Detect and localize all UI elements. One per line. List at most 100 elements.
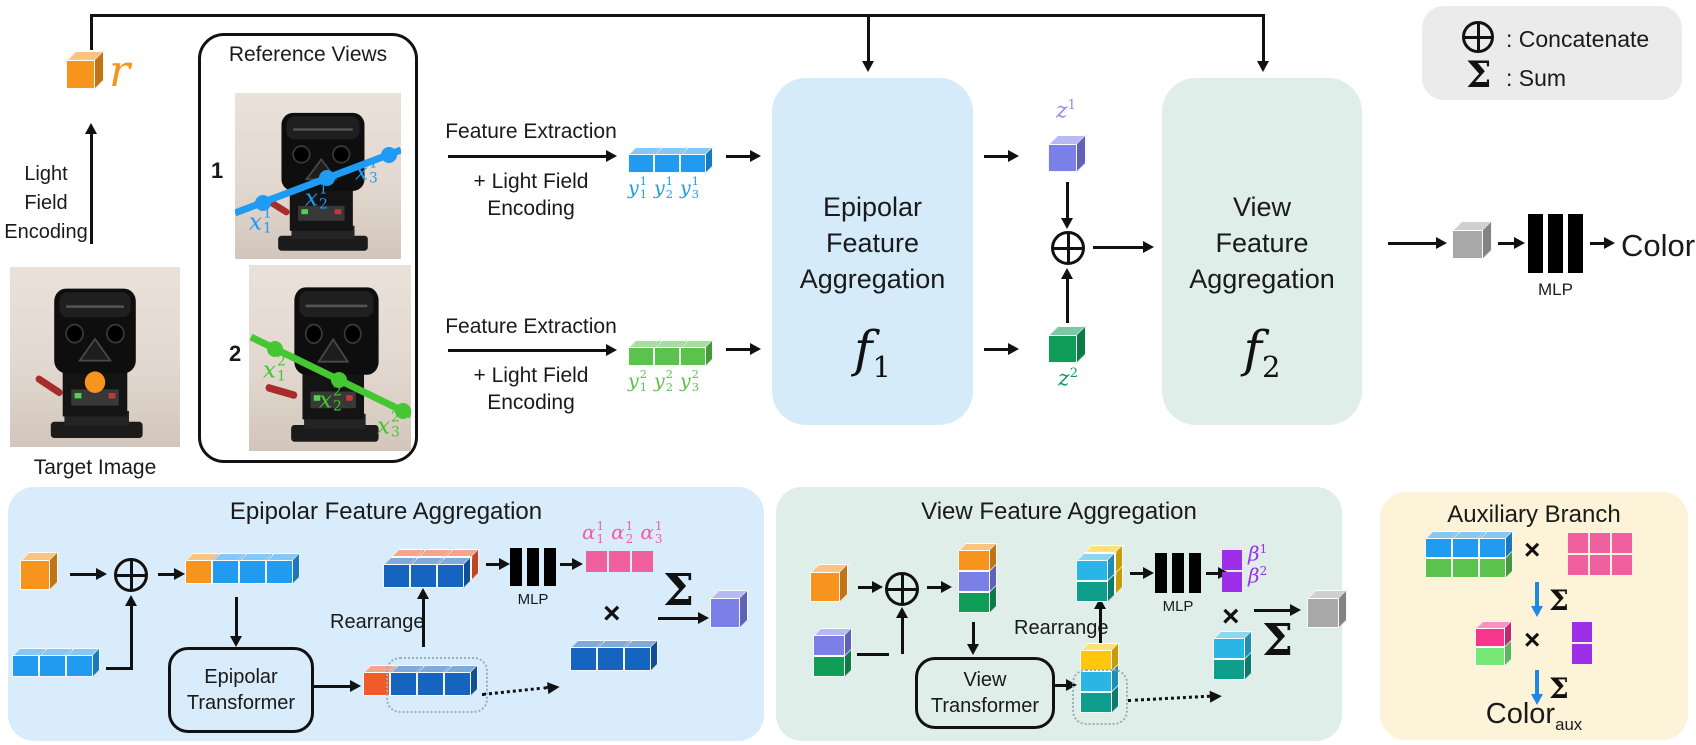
ray-label: r [109,46,131,97]
box-label: Aggregation [1189,263,1335,294]
target-image [10,267,180,447]
epipolar-feature-bar [12,647,104,679]
transformed-view-features [1080,642,1128,717]
multiply-symbol: × [1222,600,1240,633]
multiply-symbol: × [603,597,621,630]
box-label: Epipolar [822,192,923,222]
mlp-block: MLP [510,548,556,608]
lego-figure-illustration [263,112,368,251]
z1-label: z1 [1056,98,1076,124]
arrow-into-epipolar-box [862,14,874,72]
ray-feature-cube [808,563,850,605]
transformed-epipolar-features [363,664,483,698]
mlp-bars [1528,214,1583,273]
function-f1: f1 [854,319,891,384]
legend-concatenate-label: : Concatenate [1506,26,1650,52]
rearranged-epipolar-features [383,548,503,590]
z-stack-input [813,627,861,685]
arrow [1206,567,1229,579]
lego-figure-illustration [35,288,143,438]
concatenated-epipolar-features [185,552,305,586]
alpha-weights-bar [586,551,653,572]
ray-cube [64,50,106,92]
view-transformer-box: View Transformer [915,657,1055,729]
panel-title: View Feature Aggregation [921,498,1197,525]
dotted-arrow [481,686,548,696]
arrow [1130,567,1154,579]
epipolar-line-view2 [249,333,411,419]
arrow [858,581,883,593]
view2-index: 2 [229,341,242,366]
arrow [230,597,242,647]
box-label: Feature [825,227,920,258]
connector-line [857,653,889,656]
arrow [1093,241,1154,253]
sum-icon: Σ [663,565,695,616]
mlp-label: MLP [1538,280,1573,299]
z2-cube [1046,325,1088,367]
feature-vector-view2 [628,339,718,369]
arrow [726,150,761,162]
arrow [1053,679,1077,691]
arrow [1254,604,1301,616]
multiply-symbol: × [1524,534,1541,565]
concatenate-icon [1051,231,1085,265]
arrow [658,612,709,624]
alpha-weight-grid [1568,533,1632,575]
panel-title: Epipolar Feature Aggregation [229,498,543,525]
epipolar-aggregation-panel: Epipolar Feature Aggregation Epipolar Tr… [8,487,764,741]
mlp-bars [1155,553,1201,593]
feature-selection-outline [386,657,488,713]
epipolar-line-view1 [235,146,401,217]
sum-icon: Σ [1549,672,1569,705]
mlp-block: MLP [1155,553,1201,615]
beta2-label: β2 [1248,563,1268,588]
blue-arrow [1530,670,1543,705]
dotted-arrow [1127,694,1210,702]
function-f2: f2 [1243,319,1281,384]
panel-title: Auxiliary Branch [1447,501,1621,528]
target-image-caption: Target Image [33,456,157,479]
sum-icon: Σ [1262,615,1294,666]
mlp-bars [510,548,556,586]
arrow-into-view-box [1257,14,1269,72]
beta1-label: β1 [1248,541,1268,566]
ray-feature-cube [18,551,60,593]
arrow [314,680,361,692]
arrow [560,558,583,570]
rearranged-view-features [1076,544,1126,604]
lego-figure-illustration [265,287,379,442]
feature-extraction-arrow-1 [448,150,617,162]
arrow [1061,268,1073,323]
view1-index: 1 [211,158,224,183]
output-feature-cube [1307,589,1351,633]
aggregated-color-stack [1475,620,1521,674]
connector-line [90,14,93,50]
feature-selection-outline [1072,669,1128,725]
connector-line [106,667,133,670]
arrow [896,607,908,654]
arrow [984,343,1019,355]
light-field-encoding-arrow [85,123,97,244]
concatenate-icon [114,558,148,592]
arrow [1061,182,1073,229]
